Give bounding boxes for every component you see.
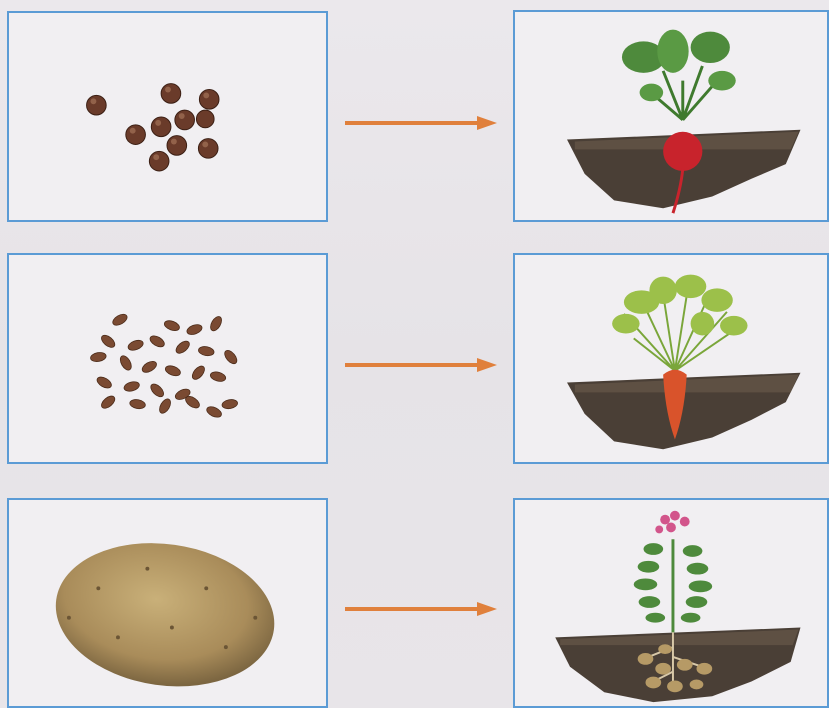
- potato-plant-panel: [513, 498, 829, 708]
- carrot-plant-panel: [513, 253, 829, 464]
- radish-plant-panel: [513, 10, 829, 222]
- radish-seeds-illustration: [9, 13, 326, 220]
- potato-tuber-illustration: [9, 500, 326, 706]
- carrot-plant-illustration: [515, 255, 827, 462]
- arrow-row-1: [345, 115, 497, 131]
- carrot-seeds-illustration: [9, 255, 326, 462]
- arrow-row-2: [345, 357, 497, 373]
- radish-plant-illustration: [515, 12, 827, 220]
- potato-plant-illustration: [515, 500, 827, 706]
- arrow-row-3: [345, 601, 497, 617]
- radish-seeds-panel: [7, 11, 328, 222]
- carrot-seeds-panel: [7, 253, 328, 464]
- potato-tuber-panel: [7, 498, 328, 708]
